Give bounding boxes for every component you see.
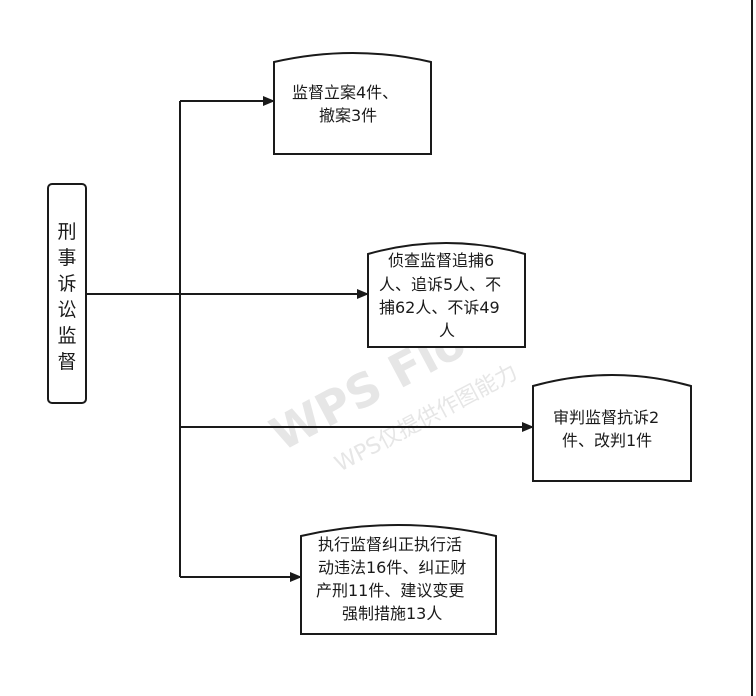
node-trial-line-2: 件、改判1件 bbox=[562, 431, 652, 450]
node-investigation-line-2: 人、追诉5人、不 bbox=[379, 275, 501, 294]
node-execution-line-4: 强制措施13人 bbox=[342, 604, 442, 623]
root-node-char: 刑 bbox=[57, 221, 76, 243]
node-trial-shape bbox=[532, 374, 692, 482]
node-investigation-line-3: 捕62人、不诉49 bbox=[379, 298, 500, 317]
node-investigation[interactable]: 侦查监督追捕6 人、追诉5人、不 捕62人、不诉49 人 bbox=[367, 242, 526, 348]
node-investigation-shape bbox=[367, 242, 526, 348]
connectors bbox=[86, 96, 534, 582]
node-execution-line-2: 动违法16件、纠正财 bbox=[318, 558, 466, 577]
node-case-filing-shape bbox=[273, 52, 432, 155]
node-execution-shape bbox=[300, 524, 497, 635]
root-node-char: 事 bbox=[57, 247, 76, 269]
root-node[interactable]: 刑事诉讼监督 bbox=[47, 183, 87, 404]
node-execution[interactable]: 执行监督纠正执行活 动违法16件、纠正财 产刑11件、建议变更 强制措施13人 bbox=[300, 524, 497, 635]
root-node-char: 讼 bbox=[57, 299, 76, 321]
node-trial-line-1: 审判监督抗诉2 bbox=[553, 408, 659, 427]
root-node-char: 督 bbox=[57, 351, 76, 373]
node-investigation-line-4: 人 bbox=[439, 321, 455, 340]
node-execution-line-3: 产刑11件、建议变更 bbox=[316, 581, 464, 600]
root-node-label: 刑事诉讼监督 bbox=[57, 221, 76, 373]
root-node-char: 监 bbox=[57, 325, 76, 347]
root-node-box bbox=[47, 183, 87, 404]
root-node-char: 诉 bbox=[57, 273, 76, 295]
node-case-filing[interactable]: 监督立案4件、 撤案3件 bbox=[273, 52, 432, 155]
node-case-filing-line-2: 撤案3件 bbox=[319, 106, 377, 125]
node-investigation-line-1: 侦查监督追捕6 bbox=[388, 251, 494, 270]
node-trial[interactable]: 审判监督抗诉2 件、改判1件 bbox=[532, 374, 692, 482]
node-case-filing-line-1: 监督立案4件、 bbox=[292, 83, 398, 102]
node-execution-line-1: 执行监督纠正执行活 bbox=[318, 535, 462, 554]
